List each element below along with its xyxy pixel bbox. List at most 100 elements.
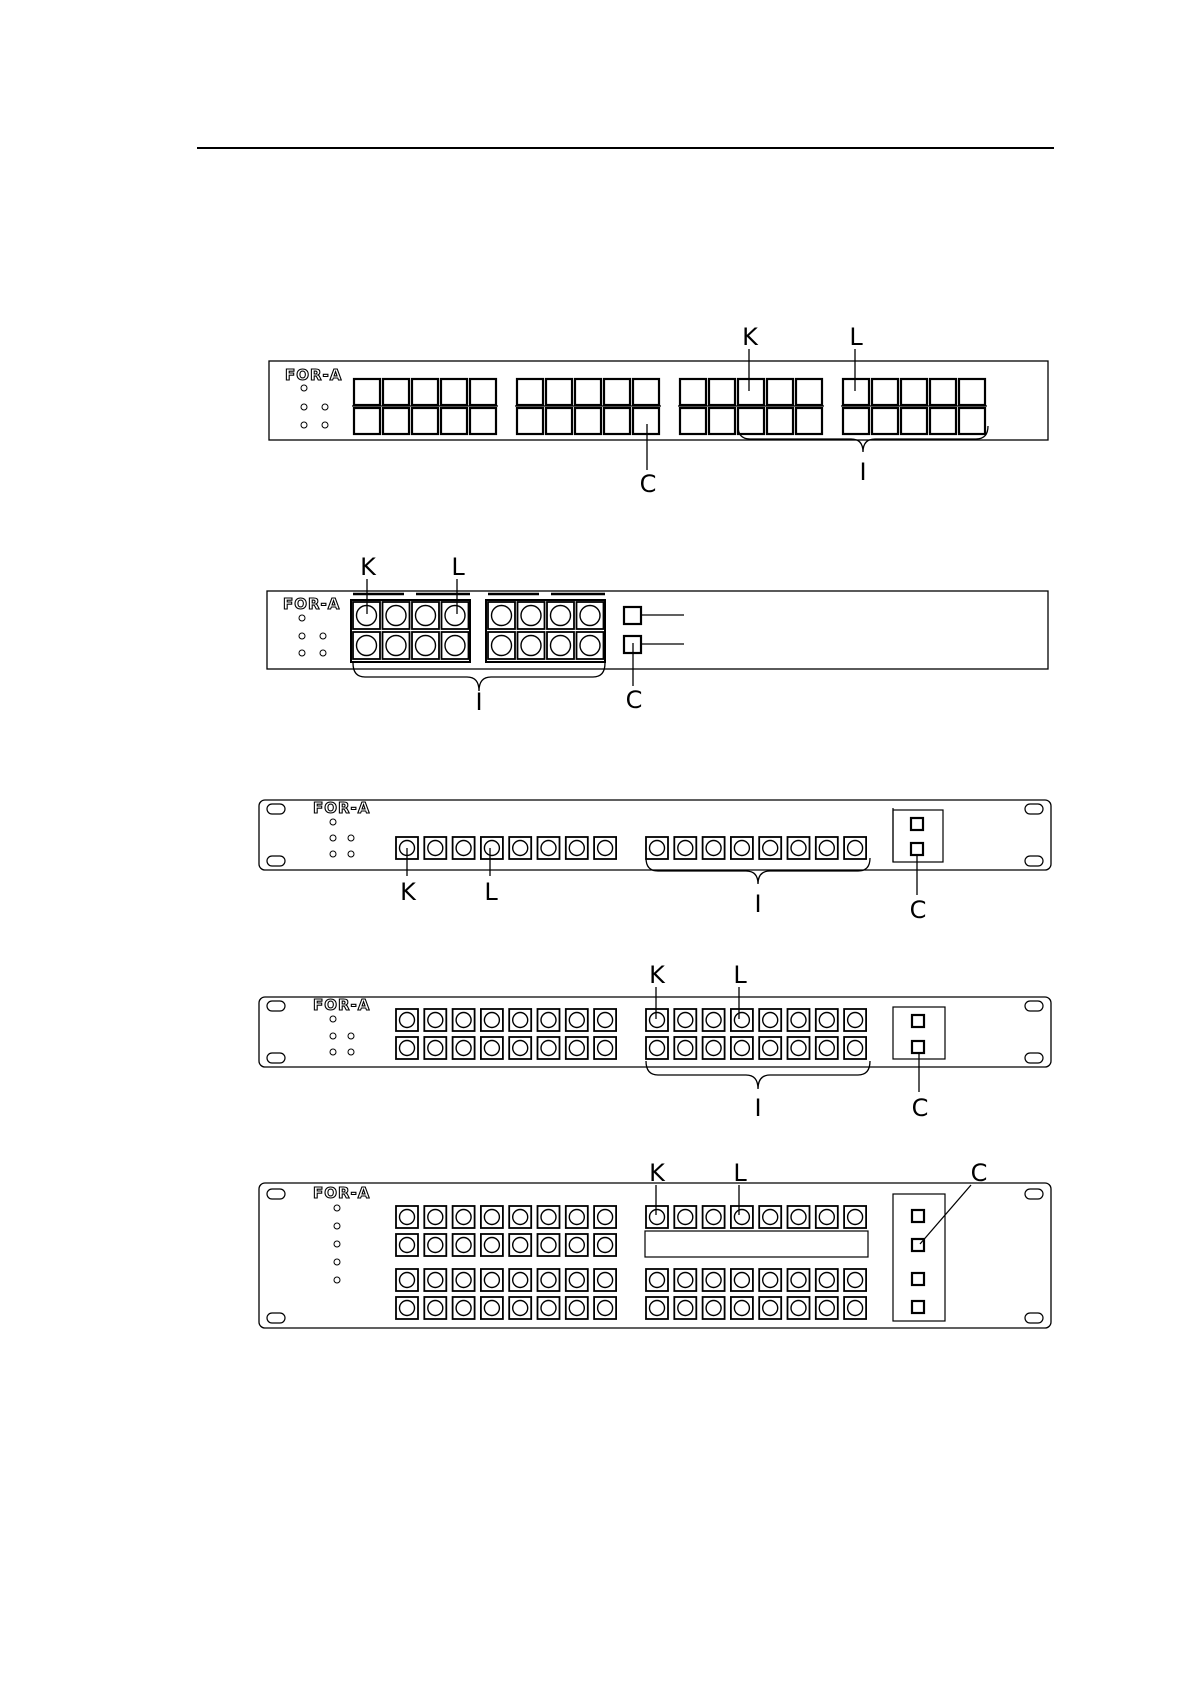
control-button[interactable] [912, 1041, 924, 1053]
crosspoint-button[interactable] [604, 379, 630, 405]
crosspoint-button[interactable] [566, 1206, 588, 1228]
crosspoint-button[interactable] [738, 408, 764, 434]
crosspoint-button[interactable] [674, 1206, 696, 1228]
crosspoint-button[interactable] [646, 1206, 668, 1228]
crosspoint-button[interactable] [517, 379, 543, 405]
crosspoint-button[interactable] [788, 1297, 810, 1319]
crosspoint-button[interactable] [577, 602, 604, 629]
crosspoint-button[interactable] [816, 837, 838, 859]
crosspoint-button[interactable] [353, 632, 380, 659]
crosspoint-button[interactable] [383, 632, 410, 659]
crosspoint-button[interactable] [538, 1206, 560, 1228]
crosspoint-button[interactable] [646, 1009, 668, 1031]
crosspoint-button[interactable] [816, 1297, 838, 1319]
crosspoint-button[interactable] [509, 1206, 531, 1228]
crosspoint-button[interactable] [538, 1037, 560, 1059]
crosspoint-button[interactable] [959, 408, 985, 434]
crosspoint-button[interactable] [509, 837, 531, 859]
crosspoint-button[interactable] [575, 379, 601, 405]
crosspoint-button[interactable] [566, 837, 588, 859]
crosspoint-button[interactable] [354, 379, 380, 405]
control-button[interactable] [912, 1301, 924, 1313]
crosspoint-button[interactable] [731, 1206, 753, 1228]
crosspoint-button[interactable] [424, 1234, 446, 1256]
crosspoint-button[interactable] [674, 1037, 696, 1059]
crosspoint-button[interactable] [816, 1206, 838, 1228]
crosspoint-button[interactable] [481, 1037, 503, 1059]
crosspoint-button[interactable] [566, 1009, 588, 1031]
crosspoint-button[interactable] [674, 1009, 696, 1031]
crosspoint-button[interactable] [731, 1009, 753, 1031]
crosspoint-button[interactable] [788, 837, 810, 859]
crosspoint-button[interactable] [424, 1206, 446, 1228]
crosspoint-button[interactable] [441, 379, 467, 405]
crosspoint-button[interactable] [424, 1297, 446, 1319]
crosspoint-button[interactable] [453, 1037, 475, 1059]
crosspoint-button[interactable] [788, 1269, 810, 1291]
crosspoint-button[interactable] [546, 408, 572, 434]
crosspoint-button[interactable] [844, 1009, 866, 1031]
crosspoint-button[interactable] [703, 1297, 725, 1319]
crosspoint-button[interactable] [604, 408, 630, 434]
crosspoint-button[interactable] [788, 1037, 810, 1059]
control-button[interactable] [912, 1015, 924, 1027]
crosspoint-button[interactable] [577, 632, 604, 659]
crosspoint-button[interactable] [767, 379, 793, 405]
crosspoint-button[interactable] [442, 632, 469, 659]
crosspoint-button[interactable] [731, 837, 753, 859]
crosspoint-button[interactable] [518, 602, 545, 629]
control-button[interactable] [911, 843, 923, 855]
crosspoint-button[interactable] [546, 379, 572, 405]
crosspoint-button[interactable] [396, 1297, 418, 1319]
crosspoint-button[interactable] [759, 1206, 781, 1228]
crosspoint-button[interactable] [396, 1037, 418, 1059]
crosspoint-button[interactable] [816, 1269, 838, 1291]
crosspoint-button[interactable] [731, 1269, 753, 1291]
crosspoint-button[interactable] [396, 1269, 418, 1291]
crosspoint-button[interactable] [566, 1269, 588, 1291]
crosspoint-button[interactable] [424, 1009, 446, 1031]
crosspoint-button[interactable] [424, 1037, 446, 1059]
crosspoint-button[interactable] [383, 602, 410, 629]
crosspoint-button[interactable] [901, 408, 927, 434]
crosspoint-button[interactable] [816, 1037, 838, 1059]
crosspoint-button[interactable] [731, 1037, 753, 1059]
crosspoint-button[interactable] [453, 1234, 475, 1256]
crosspoint-button[interactable] [959, 379, 985, 405]
crosspoint-button[interactable] [709, 408, 735, 434]
crosspoint-button[interactable] [703, 837, 725, 859]
crosspoint-button[interactable] [354, 408, 380, 434]
crosspoint-button[interactable] [680, 379, 706, 405]
crosspoint-button[interactable] [843, 408, 869, 434]
crosspoint-button[interactable] [703, 1009, 725, 1031]
crosspoint-button[interactable] [872, 379, 898, 405]
crosspoint-button[interactable] [816, 1009, 838, 1031]
crosspoint-button[interactable] [453, 1269, 475, 1291]
crosspoint-button[interactable] [767, 408, 793, 434]
crosspoint-button[interactable] [383, 379, 409, 405]
crosspoint-button[interactable] [566, 1037, 588, 1059]
crosspoint-button[interactable] [412, 408, 438, 434]
crosspoint-button[interactable] [509, 1234, 531, 1256]
crosspoint-button[interactable] [547, 632, 574, 659]
crosspoint-button[interactable] [470, 408, 496, 434]
crosspoint-button[interactable] [481, 1009, 503, 1031]
crosspoint-button[interactable] [424, 837, 446, 859]
crosspoint-button[interactable] [872, 408, 898, 434]
crosspoint-button[interactable] [509, 1009, 531, 1031]
crosspoint-button[interactable] [844, 837, 866, 859]
crosspoint-button[interactable] [759, 837, 781, 859]
crosspoint-button[interactable] [412, 602, 439, 629]
crosspoint-button[interactable] [566, 1297, 588, 1319]
crosspoint-button[interactable] [575, 408, 601, 434]
crosspoint-button[interactable] [424, 1269, 446, 1291]
crosspoint-button[interactable] [453, 1009, 475, 1031]
crosspoint-button[interactable] [796, 408, 822, 434]
crosspoint-button[interactable] [453, 1297, 475, 1319]
crosspoint-button[interactable] [517, 408, 543, 434]
control-button[interactable] [912, 1210, 924, 1222]
crosspoint-button[interactable] [509, 1037, 531, 1059]
crosspoint-button[interactable] [674, 1269, 696, 1291]
crosspoint-button[interactable] [566, 1234, 588, 1256]
crosspoint-button[interactable] [442, 602, 469, 629]
